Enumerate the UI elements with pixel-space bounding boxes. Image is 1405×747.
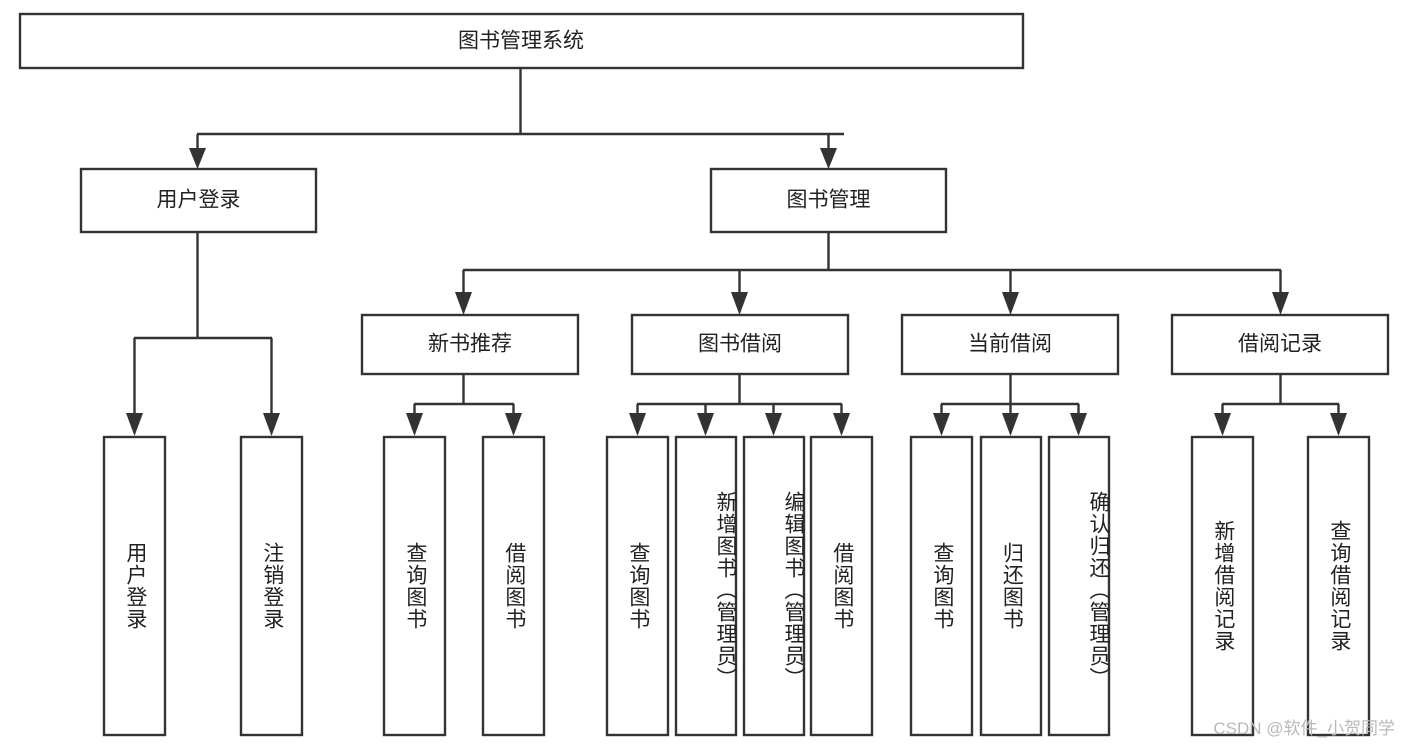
node-root-box[interactable] xyxy=(18,12,1025,70)
connector-group-borrow-record-to-leaves xyxy=(1214,374,1347,436)
arrow-head-book-borrow xyxy=(731,292,748,315)
node-leaf-return-book-box[interactable] xyxy=(979,435,1043,737)
node-leaf-confirm-return-box[interactable] xyxy=(1047,435,1111,737)
node-leaf-borrow-book-2-box[interactable] xyxy=(809,435,874,737)
connector-group-book-borrow-to-leaves xyxy=(629,374,850,436)
node-book-manage-label: 图书管理 xyxy=(787,189,871,212)
node-root[interactable]: 图书管理系统 xyxy=(18,12,1025,70)
arrow-head-book-manage xyxy=(820,148,837,169)
arrow-head-user-login xyxy=(189,148,206,169)
node-leaf-query-book-3-box[interactable] xyxy=(909,435,974,737)
arrow-head-leaf-query-book-1 xyxy=(406,413,423,436)
node-user-login-box[interactable] xyxy=(79,167,318,234)
connector-group-current-borrow-to-leaves xyxy=(933,374,1087,436)
arrow-head-leaf-return-book xyxy=(1002,413,1019,436)
arrow-head-leaf-add-record xyxy=(1214,413,1231,436)
node-current-borrow-label: 当前借阅 xyxy=(968,333,1052,356)
arrow-head-leaf-borrow-book-2 xyxy=(833,413,850,436)
arrow-head-leaf-query-record xyxy=(1330,413,1347,436)
connector-group-new-book-recommend-to-leaves xyxy=(406,374,522,436)
node-book-manage-box[interactable] xyxy=(709,167,948,234)
arrow-head-new-book-recommend xyxy=(455,292,472,315)
node-book-borrow-box[interactable] xyxy=(630,313,850,376)
node-root-label: 图书管理系统 xyxy=(458,30,584,53)
arrow-head-leaf-user-login xyxy=(126,413,143,436)
node-new-book-recommend-label: 新书推荐 xyxy=(428,333,512,356)
watermark-label: CSDN @软件_小贺同学 xyxy=(1213,719,1395,738)
arrow-head-leaf-edit-book xyxy=(765,413,782,436)
connector-group-user-login-to-leaves xyxy=(126,232,280,436)
node-current-borrow-box[interactable] xyxy=(900,313,1120,376)
node-user-login[interactable]: 用户登录 xyxy=(79,167,318,234)
node-leaf-add-record-box[interactable] xyxy=(1190,435,1255,737)
node-borrow-record[interactable]: 借阅记录 xyxy=(1170,313,1390,376)
node-leaf-user-logout-box[interactable] xyxy=(239,435,304,737)
node-leaf-edit-book-box[interactable] xyxy=(742,435,806,737)
arrow-head-leaf-add-book xyxy=(697,413,714,436)
arrow-head-leaf-query-book-3 xyxy=(933,413,950,436)
arrow-head-leaf-confirm-return xyxy=(1070,413,1087,436)
node-leaf-add-book-box[interactable] xyxy=(674,435,738,737)
connector-group-root-to-level2 xyxy=(189,68,844,169)
arrow-head-leaf-borrow-book-1 xyxy=(505,413,522,436)
node-leaf-user-login-box[interactable] xyxy=(102,435,167,737)
node-leaf-query-book-1-box[interactable] xyxy=(382,435,447,737)
node-leaf-query-record-box[interactable] xyxy=(1306,435,1371,737)
node-user-login-label: 用户登录 xyxy=(157,189,241,212)
node-book-manage[interactable]: 图书管理 xyxy=(709,167,948,234)
node-new-book-recommend[interactable]: 新书推荐 xyxy=(360,313,580,376)
node-leaf-query-book-2-box[interactable] xyxy=(605,435,670,737)
node-leaf-borrow-book-1-box[interactable] xyxy=(481,435,546,737)
arrow-head-current-borrow xyxy=(1002,292,1019,315)
node-current-borrow[interactable]: 当前借阅 xyxy=(900,313,1120,376)
arrow-head-borrow-record xyxy=(1272,292,1289,315)
node-new-book-recommend-box[interactable] xyxy=(360,313,580,376)
arrow-head-leaf-query-book-2 xyxy=(629,413,646,436)
node-book-borrow-label: 图书借阅 xyxy=(698,333,782,356)
connector-group-book-manage-to-level3 xyxy=(455,232,1289,315)
node-borrow-record-label: 借阅记录 xyxy=(1238,333,1322,356)
node-borrow-record-box[interactable] xyxy=(1170,313,1390,376)
arrow-head-leaf-user-logout xyxy=(263,413,280,436)
node-book-borrow[interactable]: 图书借阅 xyxy=(630,313,850,376)
